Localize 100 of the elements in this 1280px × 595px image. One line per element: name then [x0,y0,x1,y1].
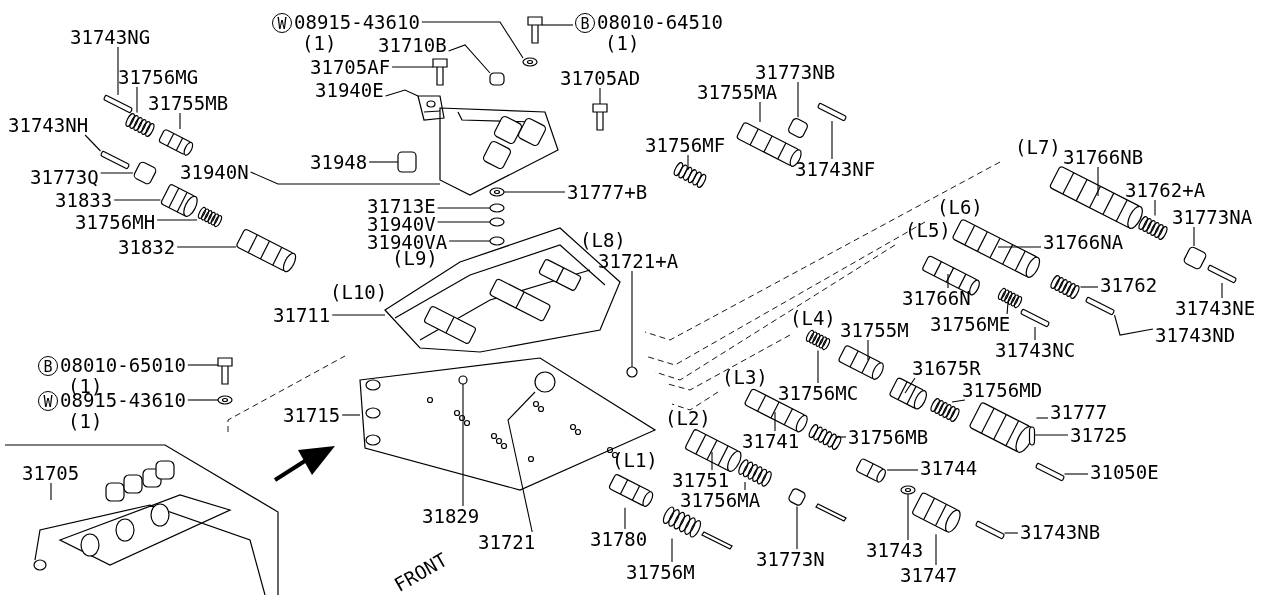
o-ring-drawing [489,217,505,227]
part-number: 31829 [422,506,480,526]
leader-line [448,44,491,74]
part-number: 31713E [367,196,436,216]
part-number: 31756MG [118,67,199,87]
part-number: 31710B [378,35,447,55]
leader-line [250,171,441,185]
nut-drawing [489,72,505,86]
part-number: 08010-64510 [597,12,723,32]
leader-line [631,270,633,368]
leader-line [1063,473,1089,475]
leader-line [50,482,52,501]
part-number: 31741 [742,431,800,451]
line-label: (L1) [612,450,658,470]
part-number: 31743NB [1020,522,1101,542]
leader-line [1097,166,1099,197]
washer-drawing [900,485,916,495]
spring-drawing [997,287,1023,309]
plug-drawing [787,487,807,507]
leader-line [1154,199,1156,217]
part-number: 31743NE [1175,298,1256,318]
leader-line [385,89,419,97]
leader-line [1003,532,1019,534]
leader-line [421,21,524,59]
part-number: 31743 [866,540,924,560]
leader-line [331,314,386,316]
leader-line [187,364,219,366]
leader-line [671,537,673,563]
bolt-drawing [592,103,608,131]
part-number: 31725 [1070,425,1128,445]
part-number: 31766NB [1063,147,1144,167]
line-label: (L5) [905,220,951,240]
line-label: (L4) [790,308,836,328]
part-number: 31766NA [1043,232,1124,252]
o-ring-drawing [489,203,505,213]
leader-line [744,481,746,491]
line-label: (L6) [937,197,983,217]
line-label: (L3) [722,367,768,387]
leader-line [951,399,966,403]
spring-drawing [125,113,155,137]
leader-line [100,172,134,174]
leader-line [687,154,689,171]
leader-line [117,46,119,96]
leader-line [1006,301,1009,315]
part-number: 31751 [672,470,730,490]
check-ball-drawing [626,366,638,378]
part-number: 31948 [310,152,368,172]
leader-line [935,533,937,566]
washer-drawing [489,187,505,197]
leader-line [179,112,181,130]
part-number: 31940E [315,80,384,100]
part-number: 31940N [180,162,249,182]
leader-line [831,120,833,160]
leader-line [1221,282,1223,299]
leader-line [541,24,574,26]
leader-line [817,349,819,384]
solenoid-assembly-drawing [439,107,559,196]
spring-drawing [808,424,842,450]
leader-line [1035,417,1049,419]
leader-line [136,86,138,114]
leader-line [391,66,434,68]
part-number: 31050E [1090,462,1159,482]
part-number: 31832 [118,237,176,257]
leader-line [947,273,949,289]
part-number: 31773NA [1172,207,1253,227]
pin-drawing [1028,426,1036,446]
bolt-drawing [432,58,448,86]
part-number: 31940V [367,214,436,234]
leader-line [1079,286,1099,288]
part-number: 31755M [840,320,909,340]
part-number: 31675R [912,358,981,378]
part-number: 31756MB [848,427,929,447]
part-number: 31773Q [30,167,99,187]
separator-plate-drawing [359,357,657,491]
leader-line [176,246,237,248]
bracket-drawing [417,95,445,121]
part-number: 08010-65010 [60,355,186,375]
part-number: 31711 [273,305,331,325]
part-number: 31762+A [1125,180,1206,200]
washer-drawing [522,57,538,67]
leader-line [886,469,919,471]
leader-line [907,493,909,541]
leader-line [796,505,798,550]
leader-line [437,207,491,209]
part-number: 31705AD [560,68,641,88]
part-number: 31773NB [755,62,836,82]
leader-line [759,101,761,123]
leader-line [599,87,601,105]
line-label: (L7) [1015,137,1061,157]
leader-line [368,161,399,163]
leader-line [503,191,566,193]
spring-drawing [662,506,702,538]
part-number: 31743NC [995,340,1076,360]
leader-line [84,134,102,152]
leader-line [711,451,713,471]
leader-line [448,240,491,242]
part-number: 31743NG [70,27,151,47]
spring-drawing [197,206,223,228]
quantity: (1) [605,33,640,53]
leader-line [797,81,799,118]
